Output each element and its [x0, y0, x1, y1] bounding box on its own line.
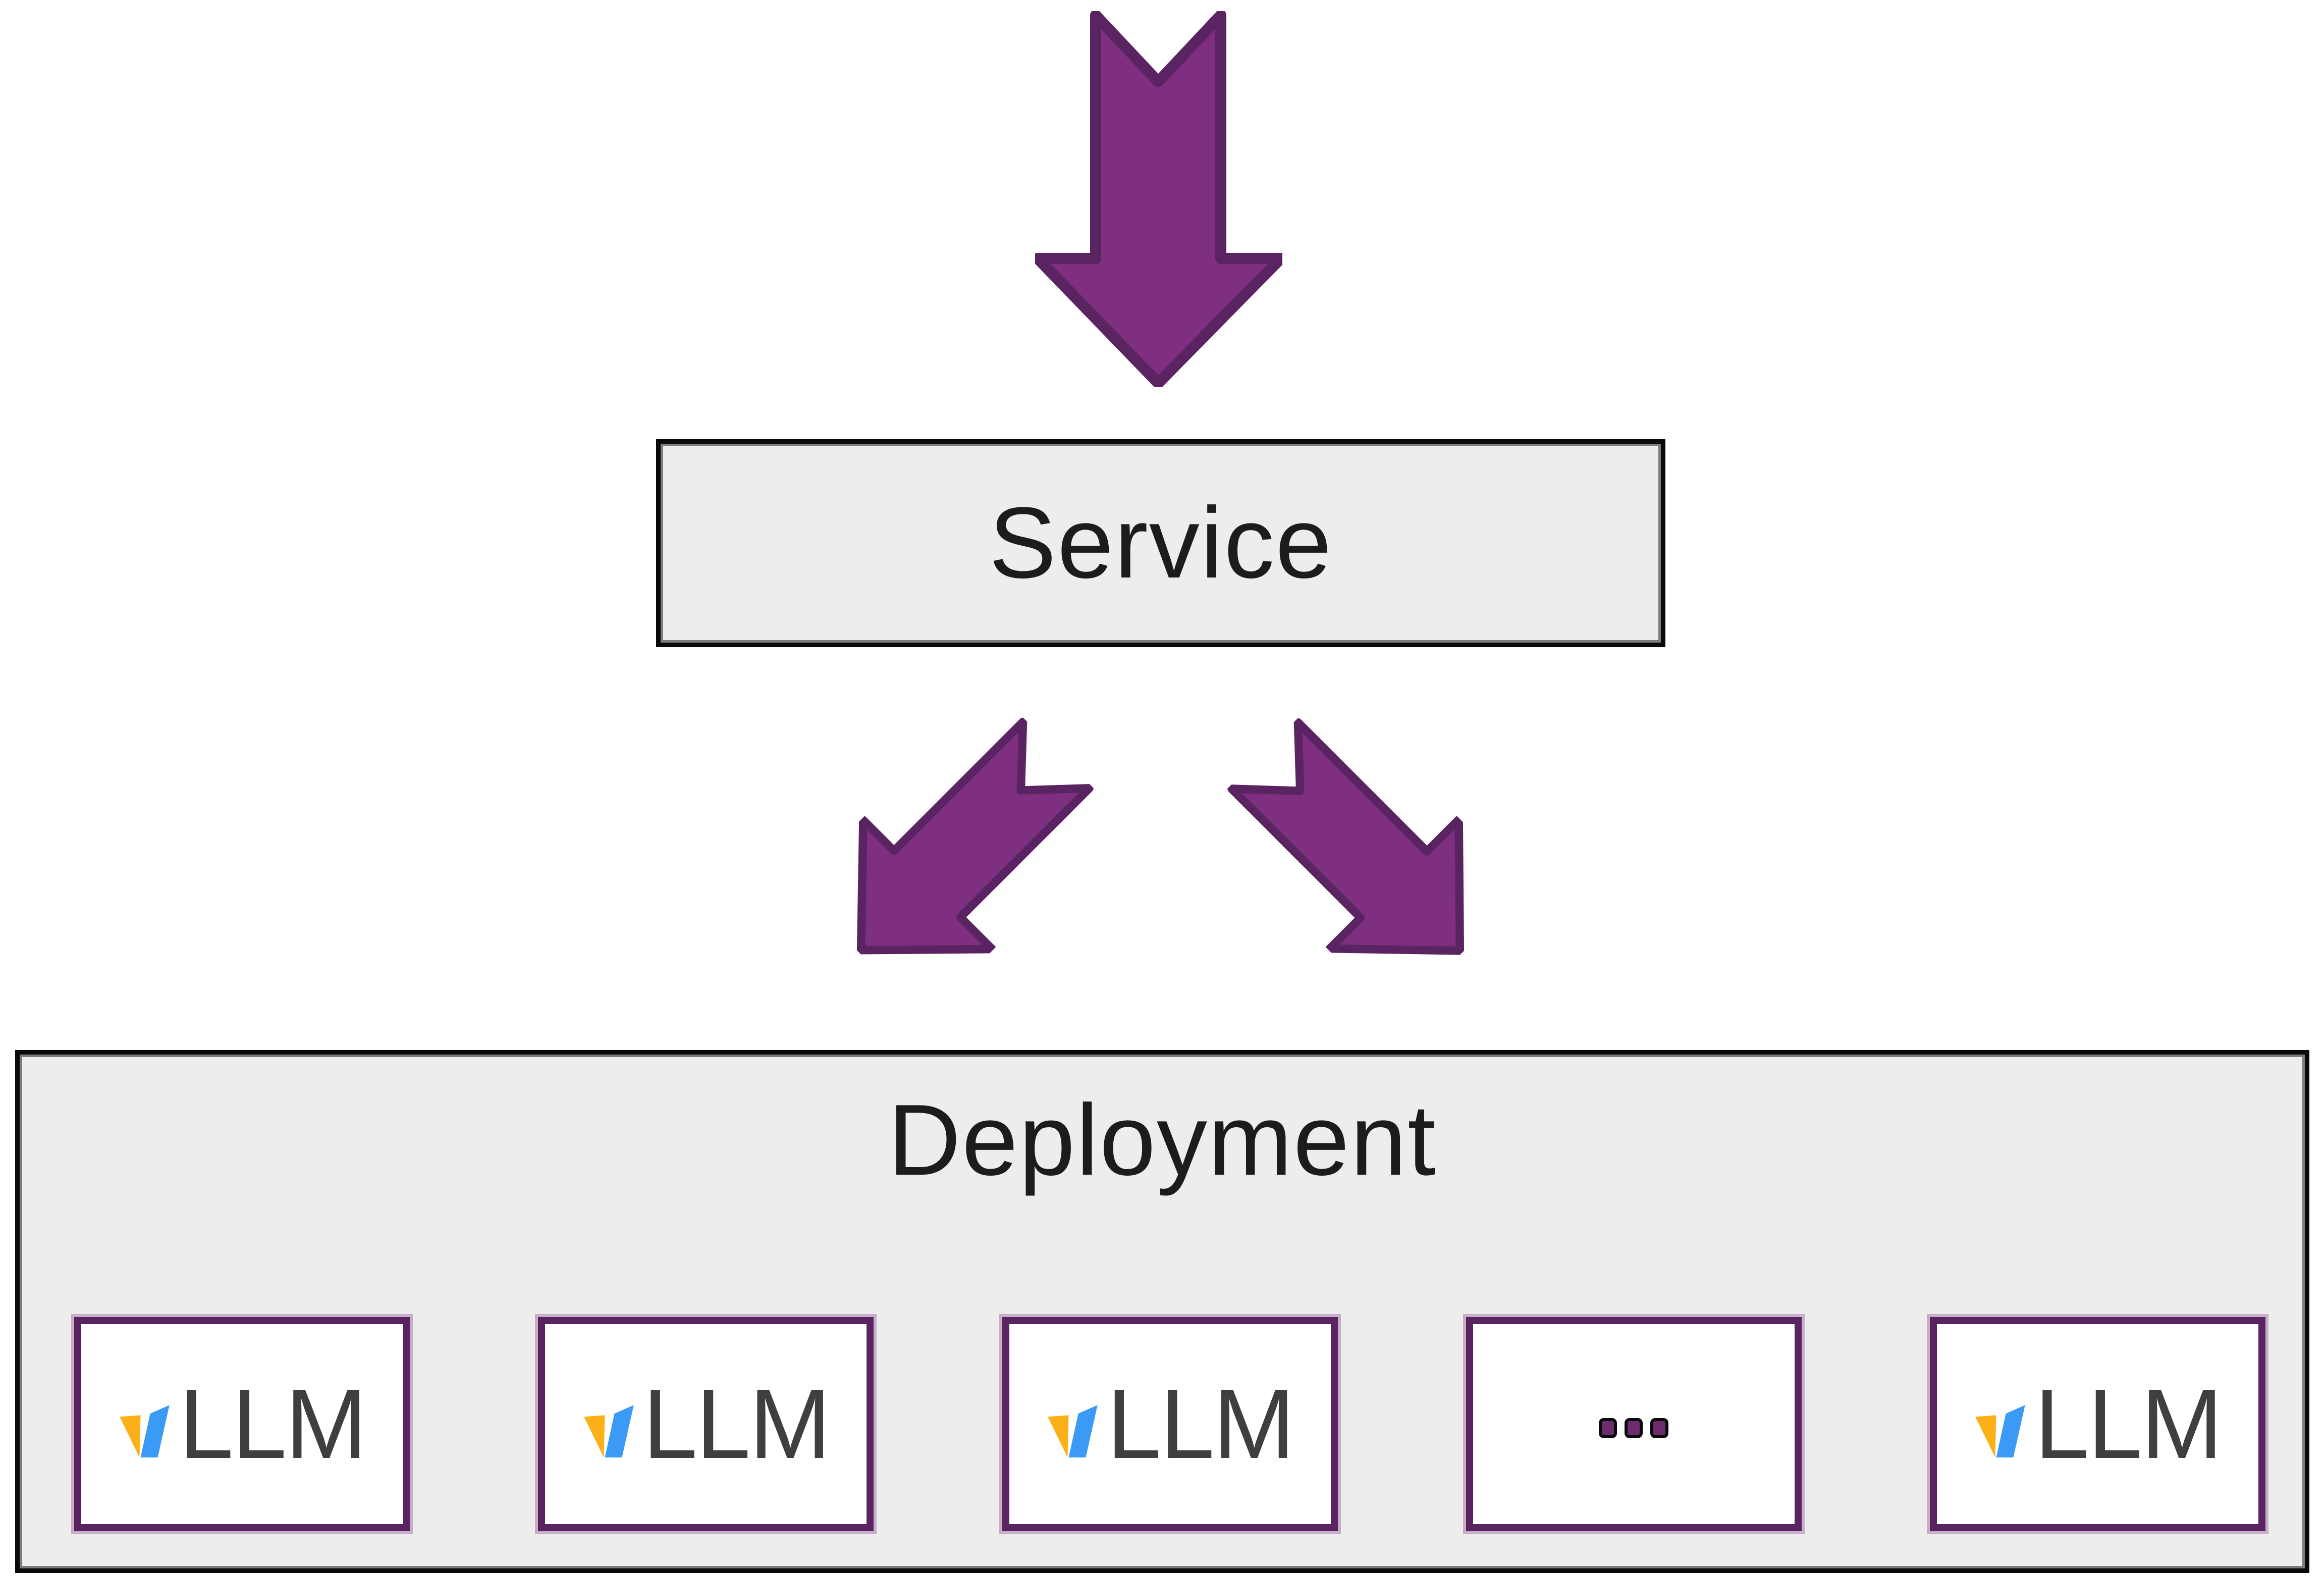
vllm-lockup: LLM: [1046, 1369, 1295, 1479]
vllm-logo-blue-shape: [1068, 1405, 1098, 1458]
vllm-logo-blue-shape: [605, 1405, 634, 1458]
vllm-instance-box: LLM: [74, 1317, 410, 1531]
deployment-box: Deployment LLM LLM LLM: [15, 1050, 2309, 1573]
vllm-logo-yellow-shape: [120, 1415, 141, 1458]
instance-row: LLM LLM LLM LLM: [20, 1317, 2305, 1531]
ellipsis-dot: [1599, 1418, 1617, 1438]
vllm-logo-icon: [120, 1405, 170, 1458]
service-label: Service: [989, 487, 1333, 599]
vllm-label: LLM: [179, 1369, 367, 1479]
vllm-logo-blue-shape: [140, 1405, 170, 1458]
vllm-logo-icon: [583, 1405, 634, 1458]
vllm-logo-blue-shape: [1996, 1405, 2026, 1458]
vllm-logo-icon: [1048, 1405, 1098, 1458]
vllm-logo-icon: [1975, 1405, 2026, 1458]
vllm-instance-box: LLM: [1002, 1317, 1338, 1531]
vllm-lockup: LLM: [118, 1369, 367, 1479]
vllm-instance-box: LLM: [538, 1317, 874, 1531]
vllm-logo-yellow-shape: [583, 1415, 605, 1458]
vllm-label: LLM: [642, 1369, 831, 1479]
arrow-down-right-icon: [1198, 688, 1528, 1018]
arrow-down-left-icon: [794, 688, 1124, 1018]
vllm-logo-yellow-shape: [1048, 1415, 1069, 1458]
arrow-down-icon: [1035, 11, 1282, 387]
vllm-instance-box: LLM: [1930, 1317, 2265, 1531]
ellipsis-dot: [1650, 1418, 1669, 1438]
vllm-logo-yellow-shape: [1975, 1415, 1996, 1458]
vllm-lockup: LLM: [1974, 1369, 2223, 1479]
vllm-label: LLM: [1106, 1369, 1295, 1479]
ellipsis-dot: [1625, 1418, 1643, 1438]
ellipsis-instance-box: [1466, 1317, 1802, 1531]
service-box: Service: [656, 439, 1665, 647]
ellipsis-dots: [1599, 1418, 1669, 1438]
vllm-lockup: LLM: [582, 1369, 831, 1479]
deployment-label: Deployment: [888, 1084, 1437, 1196]
vllm-label: LLM: [2034, 1369, 2223, 1479]
